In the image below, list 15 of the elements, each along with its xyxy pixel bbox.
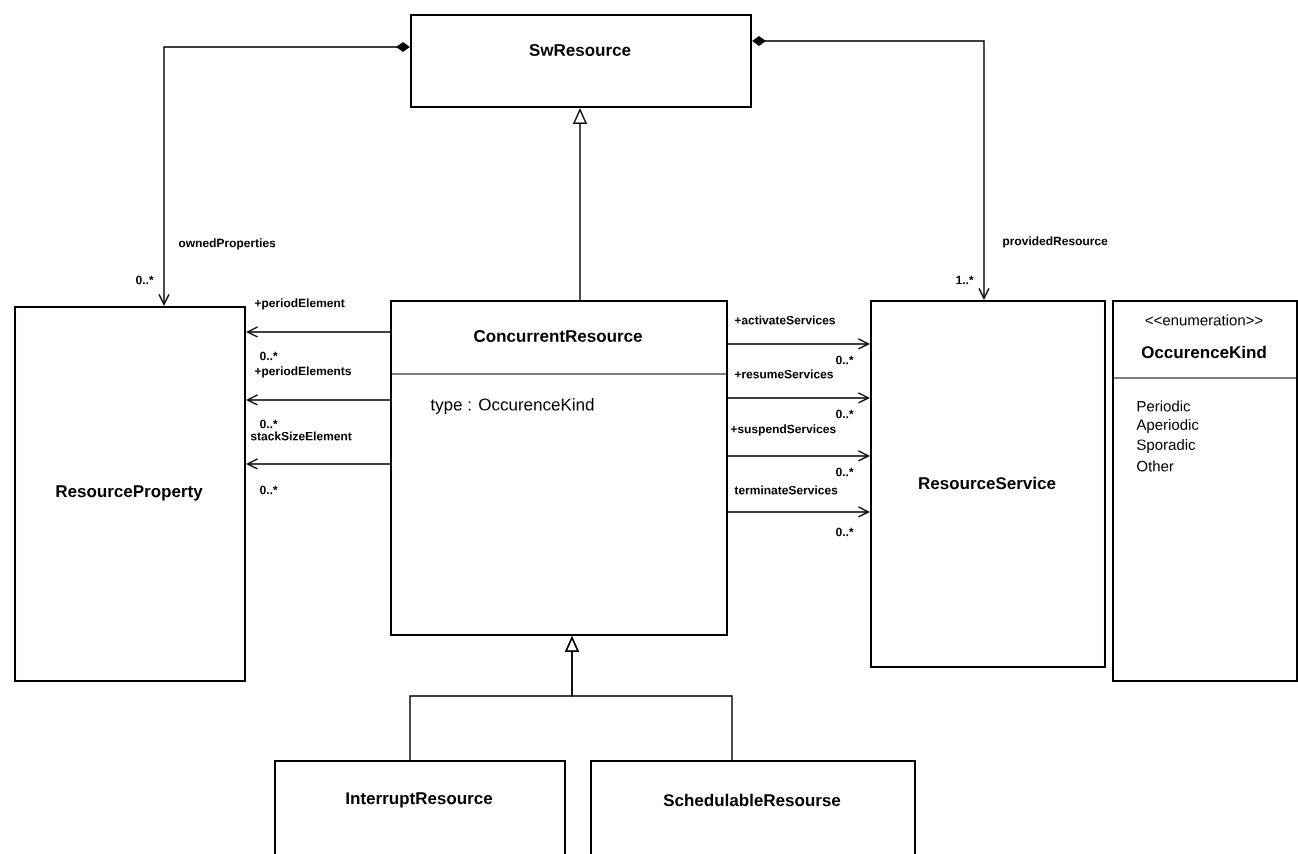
association-arrow <box>246 458 391 470</box>
association-arrow <box>727 392 870 404</box>
association-arrow <box>727 450 870 462</box>
class-box: ResourceService <box>870 300 1106 668</box>
association-arrow <box>246 326 391 338</box>
class-box: SwResource <box>410 14 752 108</box>
association-arrow <box>158 42 410 306</box>
class-box: ConcurrentResource type : OccurenceKind <box>389 300 728 636</box>
association-arrow <box>727 506 870 518</box>
association-arrow <box>727 338 870 350</box>
class-box: ResourceProperty <box>14 306 246 682</box>
association-arrow <box>246 394 391 406</box>
class-box: SchedulableResourse <box>590 760 916 854</box>
class-box: InterruptResource <box>274 760 566 854</box>
association-arrow <box>752 36 990 300</box>
